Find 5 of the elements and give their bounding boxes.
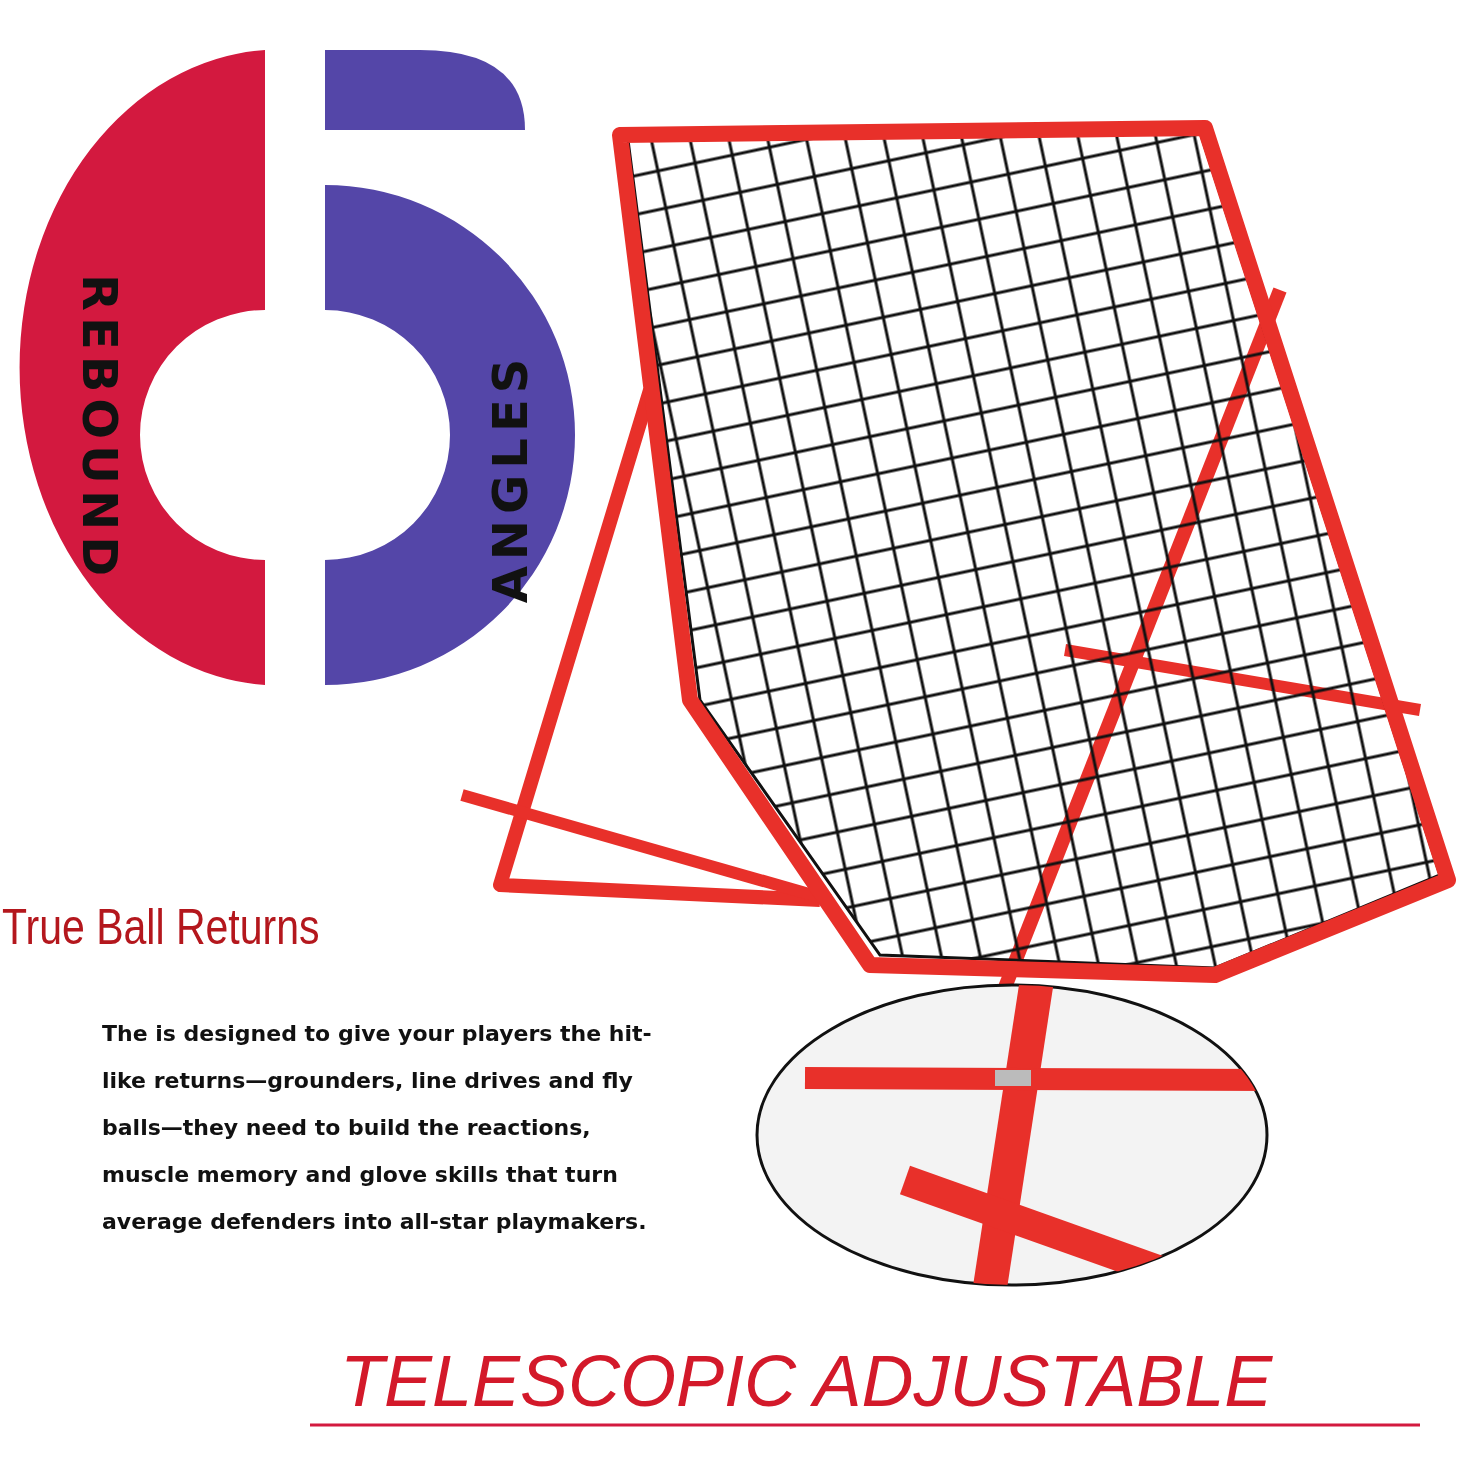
feature-heading: True Ball Returns [2,898,320,956]
description-paragraph: The is designed to give your players the hit-like returns—grounders, line drives and fly balls—they need to build the reactions, muscle memory and glove skills that turn average defenders into all-star playmakers. [102,1020,653,1236]
banner-heading: TELESCOPIC ADJUSTABLE [340,1340,1273,1422]
rotated-label: REBOUND [72,272,128,585]
rotated-label: ANGLES [482,351,538,606]
